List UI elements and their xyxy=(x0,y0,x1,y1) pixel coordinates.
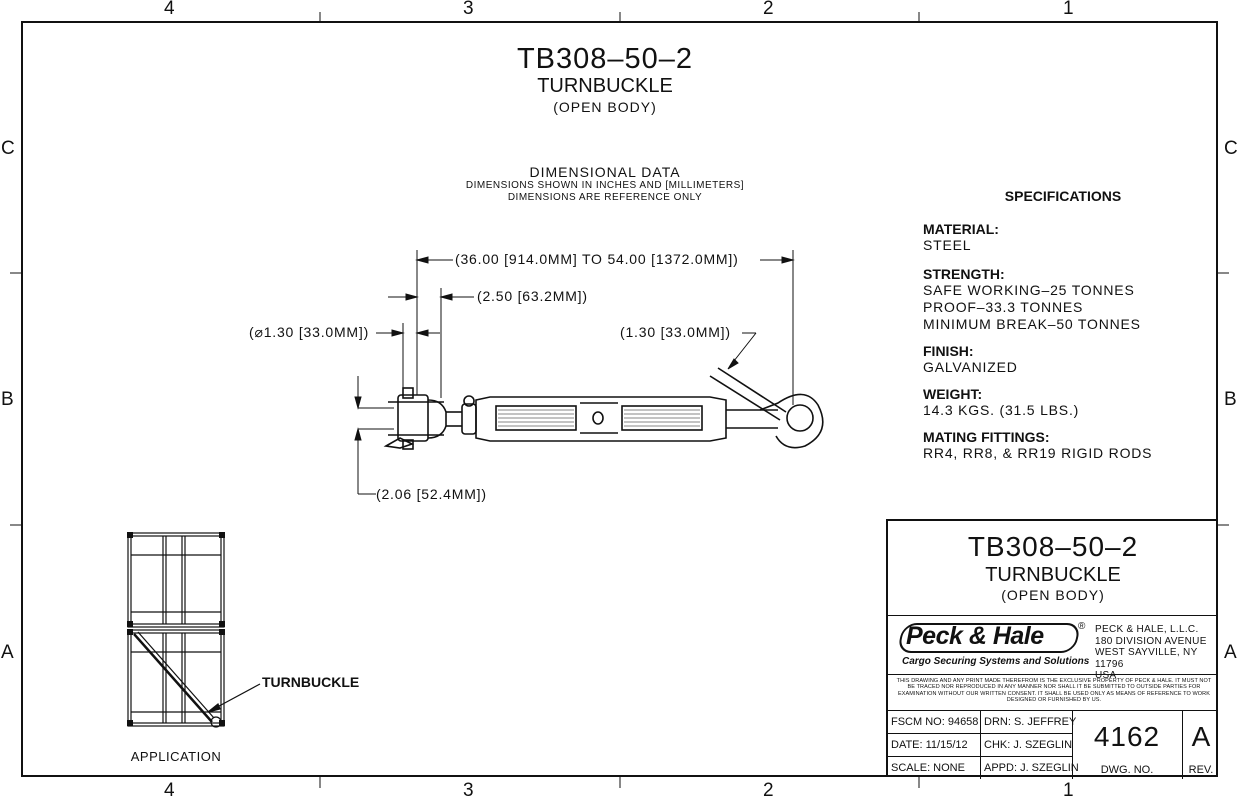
zone-label-right-c: C xyxy=(1224,138,1238,159)
application-callout: TURNBUCKLE xyxy=(262,674,360,690)
zone-label-top-4: 4 xyxy=(164,0,175,19)
title-block: TB308–50–2 TURNBUCKLE (OPEN BODY) Peck &… xyxy=(886,519,1218,779)
title-block-vdivider xyxy=(1182,710,1183,779)
spec-strength-line: MINIMUM BREAK–50 TONNES xyxy=(923,316,1141,332)
spec-material-label: MATERIAL: xyxy=(923,221,999,237)
spec-strength-line: SAFE WORKING–25 TONNES xyxy=(923,282,1135,298)
spec-strength-line: PROOF–33.3 TONNES xyxy=(923,299,1084,315)
title-block-divider xyxy=(888,674,1218,675)
drawing-border xyxy=(21,21,1218,777)
dimension-body-width: (2.06 [52.4MM]) xyxy=(376,486,487,502)
title-block-vdivider xyxy=(980,710,981,779)
revision-label: REV. xyxy=(1188,764,1214,776)
company-logo: Peck & Hale xyxy=(906,622,1044,650)
proprietary-notice: THIS DRAWING AND ANY PRINT MADE THEREFRO… xyxy=(896,678,1212,703)
drawing-scale: SCALE: NONE xyxy=(891,762,965,774)
dimension-jaw-length: (2.50 [63.2MM]) xyxy=(477,288,588,304)
drawing-variant: (OPEN BODY) xyxy=(553,99,657,115)
application-caption: APPLICATION xyxy=(130,749,222,764)
title-block-divider xyxy=(888,615,1218,616)
title-block-vdivider xyxy=(1072,710,1073,779)
body-hatching xyxy=(498,409,700,427)
zone-label-left-c: C xyxy=(1,138,15,159)
zone-label-bottom-4: 4 xyxy=(164,780,175,801)
company-address-line: 180 DIVISION AVENUE xyxy=(1095,635,1207,647)
fscm-number: FSCM NO: 94658 xyxy=(891,716,979,728)
spec-finish-label: FINISH: xyxy=(923,343,974,359)
title-block-divider xyxy=(888,710,1218,711)
spec-strength-label: STRENGTH: xyxy=(923,266,1005,282)
zone-label-right-a: A xyxy=(1224,642,1237,663)
approved-by: APPD: J. SZEGLIN xyxy=(984,762,1079,774)
spec-mating-value: RR4, RR8, & RR19 RIGID RODS xyxy=(923,445,1153,461)
specifications-panel: SPECIFICATIONS xyxy=(923,188,1183,204)
company-logo-registered: ® xyxy=(1078,621,1086,632)
spec-weight-label: WEIGHT: xyxy=(923,386,983,402)
drawn-by: DRN: S. JEFFREY xyxy=(984,716,1077,728)
dimension-lines xyxy=(354,250,795,495)
zone-label-bottom-1: 1 xyxy=(1063,780,1074,801)
company-tagline: Cargo Securing Systems and Solutions xyxy=(902,656,1090,667)
revision: A xyxy=(1191,721,1211,752)
title-block-variant: (OPEN BODY) xyxy=(1001,587,1105,603)
zone-label-top-3: 3 xyxy=(463,0,474,19)
zone-label-top-1: 1 xyxy=(1063,0,1074,19)
application-corner-castings xyxy=(127,532,225,726)
spec-weight-value: 14.3 KGS. (31.5 LBS.) xyxy=(923,402,1080,418)
dimension-jaw-diameter: (⌀1.30 [33.0MM]) xyxy=(249,324,370,340)
zone-label-top-2: 2 xyxy=(763,0,774,19)
title-block-part-number: TB308–50–2 xyxy=(967,531,1139,562)
application-sketch xyxy=(127,532,261,728)
dimensional-data-line1: DIMENSIONS SHOWN IN INCHES AND [MILLIMET… xyxy=(465,180,745,191)
drawing-date: DATE: 11/15/12 xyxy=(891,739,968,751)
zone-label-bottom-3: 3 xyxy=(463,780,474,801)
spec-finish-value: GALVANIZED xyxy=(923,359,1018,375)
dimensional-data-title: DIMENSIONAL DATA xyxy=(529,164,681,180)
company-address-line: PECK & HALE, L.L.C. xyxy=(1095,624,1199,635)
zone-ticks xyxy=(10,12,1229,788)
zone-label-bottom-2: 2 xyxy=(763,780,774,801)
zone-label-right-b: B xyxy=(1224,389,1237,410)
spec-material-value: STEEL xyxy=(923,237,972,253)
company-address-line: USA xyxy=(1095,670,1117,681)
company-address-line: WEST SAYVILLE, NY 11796 xyxy=(1095,647,1198,670)
specifications-list: MATERIAL: STEEL STRENGTH: SAFE WORKING–2… xyxy=(923,221,1213,462)
zone-label-left-b: B xyxy=(1,389,14,410)
company-address: PECK & HALE, L.L.C. 180 DIVISION AVENUE … xyxy=(1095,624,1218,682)
drawing-part-number: TB308–50–2 xyxy=(516,43,694,75)
drawing-name: TURNBUCKLE xyxy=(537,75,673,97)
dimension-overall-length: (36.00 [914.0MM] TO 54.00 [1372.0MM]) xyxy=(455,251,739,267)
spec-mating-label: MATING FITTINGS: xyxy=(923,429,1050,445)
dimension-hook-size: (1.30 [33.0MM]) xyxy=(620,324,731,340)
checked-by: CHK: J. SZEGLIN xyxy=(984,739,1073,751)
drawing-number-label: DWG. NO. xyxy=(1100,764,1154,776)
specifications-title: SPECIFICATIONS xyxy=(1004,188,1122,204)
title-block-name: TURNBUCKLE xyxy=(985,564,1121,586)
turnbuckle-drawing xyxy=(383,367,824,450)
zone-label-left-a: A xyxy=(1,642,14,663)
dimensional-data-line2: DIMENSIONS ARE REFERENCE ONLY xyxy=(507,192,703,203)
drawing-number: 4162 xyxy=(1093,721,1161,752)
